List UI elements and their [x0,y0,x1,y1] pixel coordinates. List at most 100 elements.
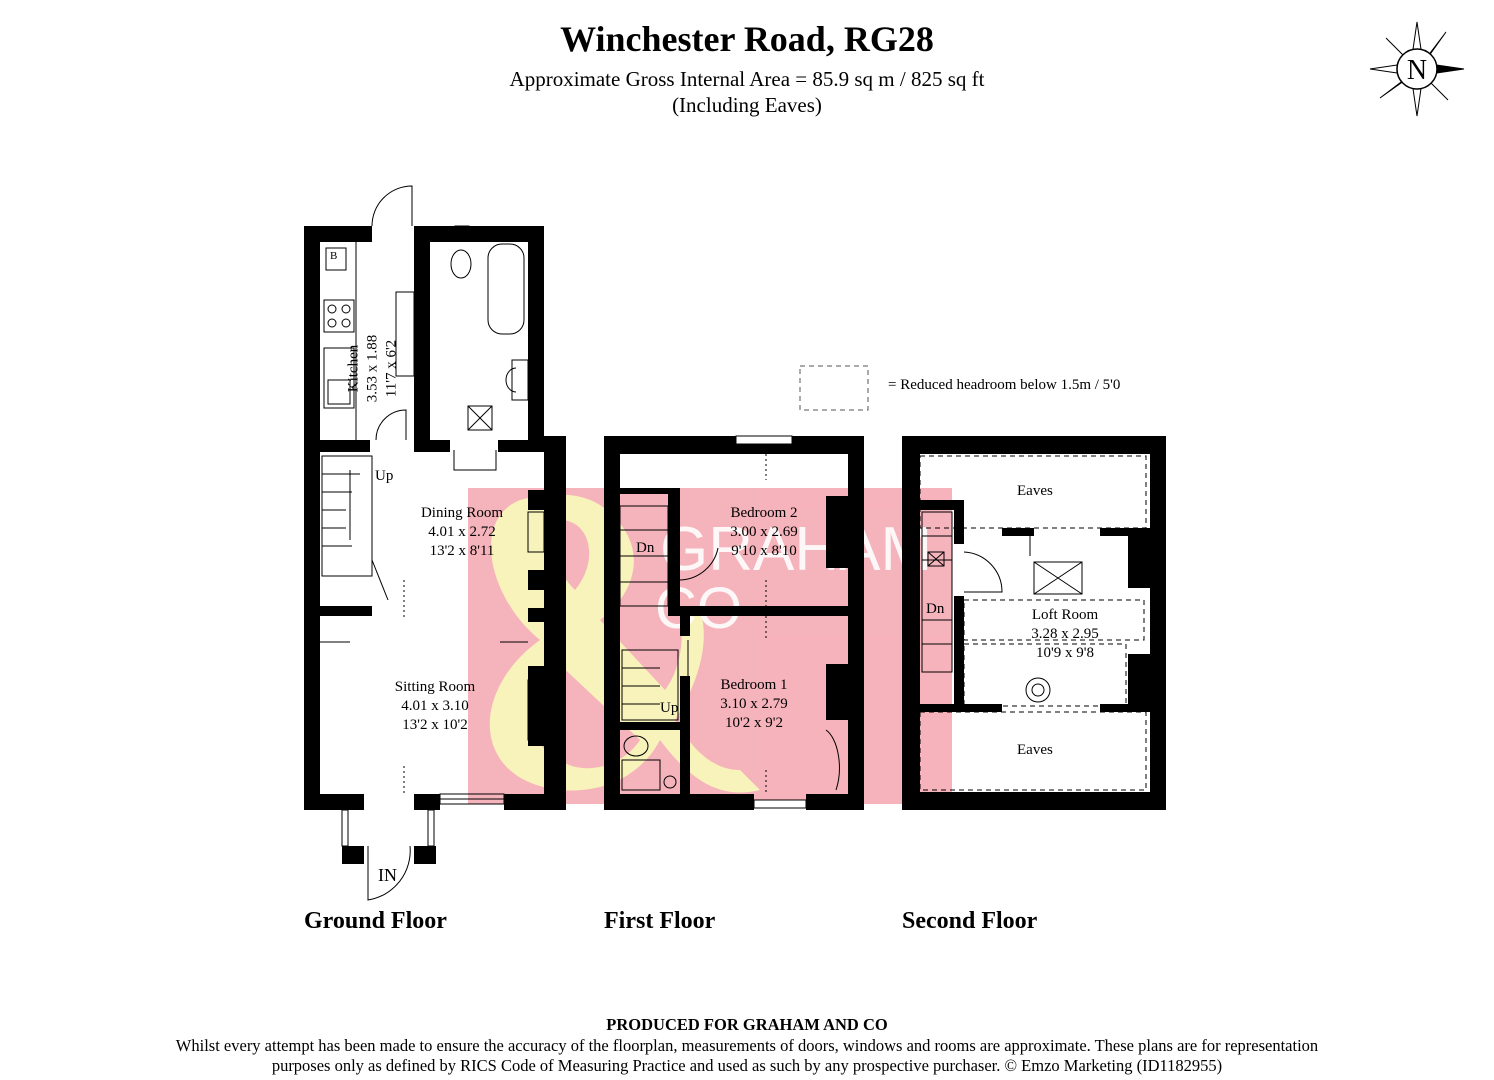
staircase [321,455,373,577]
wall [920,704,1002,712]
wall [1150,436,1166,810]
chimney [826,664,850,720]
first-stairs-down-label: Dn [636,540,655,556]
eaves-top-label: Eaves [1017,483,1053,499]
door-swing [679,547,719,581]
bath [487,243,525,335]
stairs-up-label: Up [375,468,394,484]
basin [663,775,677,789]
toilet [450,249,472,279]
entrance-label: IN [378,865,397,885]
wall [902,436,920,810]
bedroom-2-label: Bedroom 2 3.00 x 2.69 9'10 x 8'10 [704,504,824,561]
wall [604,794,754,810]
staircase-up [621,649,679,721]
legend-text: = Reduced headroom below 1.5m / 5'0 [888,377,1121,393]
wall [304,226,372,242]
wall [954,596,964,706]
kitchen-name: Kitchen [345,344,362,393]
wall [320,440,370,452]
sitting-imperial: 13'2 x 10'2 [402,717,468,733]
bedroom-1-name: Bedroom 1 [720,677,788,693]
dining-name: Dining Room [420,505,504,521]
page-title: Winchester Road, RG28 [560,19,934,59]
wall [414,794,440,810]
wall [902,436,1166,454]
wall [528,666,546,746]
wall [604,436,620,810]
wall [304,794,364,810]
sitting-metric: 4.01 x 3.10 [401,698,469,714]
compass-label: N [1407,55,1427,86]
sitting-room-label: Sitting Room 4.01 x 3.10 13'2 x 10'2 [375,678,495,735]
wall [920,500,960,510]
loft-imperial: 10'9 x 9'8 [1036,645,1094,661]
wall [1100,704,1150,712]
loft-name: Loft Room [1031,607,1099,623]
wall [1100,528,1150,536]
ground-floor-label: Ground Floor [304,908,447,934]
produced-for-label: PRODUCED FOR GRAHAM AND CO [606,1015,888,1034]
chimney [1128,536,1150,588]
basin [505,359,529,401]
wall [954,500,964,544]
hob [323,299,355,333]
chimney [826,496,850,568]
wall [320,606,372,616]
eaves-bottom-label: Eaves [1017,742,1053,758]
wall [848,436,864,810]
ground-floor-fixtures [320,185,545,901]
chimney [1128,654,1150,706]
wall [620,488,670,494]
wall [680,616,690,636]
wall [304,226,320,810]
door-swing [963,551,1003,593]
shower-tray [467,405,493,431]
wall [528,490,546,510]
eaves-area-bottom [919,711,1147,791]
loft-room-label: Loft Room 3.28 x 2.95 10'9 x 9'8 [1005,606,1125,663]
bedroom-2-name: Bedroom 2 [730,505,798,521]
first-floor-label: First Floor [604,908,716,934]
wall [680,676,690,806]
boiler-label: B [330,250,338,262]
ground-floor-plan [304,226,566,864]
door-swing [371,185,413,227]
wall [604,436,864,454]
basin [1025,677,1051,703]
wall [414,226,430,448]
first-floor-plan [604,436,864,810]
first-floor-fixtures [619,435,840,809]
wall [668,488,680,608]
north-compass-icon: N [1369,21,1465,117]
wall [414,846,436,864]
kitchen-imperial: 11'7 x 6'2 [383,339,400,398]
wall [504,794,566,810]
window [735,435,793,445]
wall [620,722,680,730]
boiler-box [325,247,347,271]
bedroom-1-metric: 3.10 x 2.79 [720,696,788,712]
kitchen-label: Kitchen 3.53 x 1.88 11'7 x 6'2 [345,309,402,429]
legend-swatch [799,365,869,411]
wall [902,792,1166,810]
reduced-headroom-area [963,599,1145,641]
wall [806,794,864,810]
disclaimer-line-2: purposes only as defined by RICS Code of… [271,1056,1223,1075]
front-door-swing [367,845,411,901]
roof-window [1033,561,1083,595]
wall [544,436,566,810]
bedroom-2-metric: 3.00 x 2.69 [730,524,798,540]
worktop-unit [395,291,415,377]
fireplace [527,511,545,553]
watermark-text-1: GRAHAM [660,515,932,584]
door-swing [375,409,407,441]
wall [668,606,848,616]
second-stairs-down-label: Dn [926,601,945,617]
wardrobe-door [825,729,840,791]
bedroom-2-imperial: 9'10 x 8'10 [731,543,797,559]
first-stairs-up-label: Up [660,700,679,716]
dining-metric: 4.01 x 2.72 [428,524,496,540]
wall [528,570,546,590]
